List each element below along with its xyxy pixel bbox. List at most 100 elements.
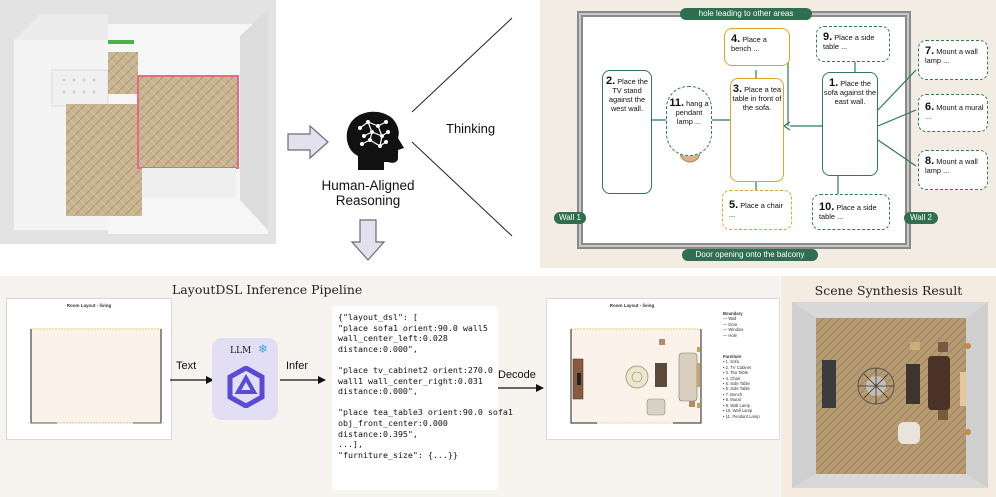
dsl-line: distance:0.000",: [338, 386, 418, 397]
node-4-num: 4.: [731, 33, 741, 45]
plan-node-8: 8. Mount a wall lamp ...: [918, 150, 988, 190]
legend-furniture-item: ▪ 11. Pendant Lamp: [723, 413, 760, 419]
dsl-line: {"layout_dsl": [: [338, 312, 418, 322]
legend-boundary-item: — Door: [723, 321, 738, 327]
node-1-num: 1.: [828, 77, 839, 89]
decode-label: Decode: [498, 369, 536, 381]
text-label: Text: [176, 360, 197, 372]
reasoning-plan-panel: hole leading to other areas Door opening…: [540, 0, 996, 268]
legend-furniture-item: ▪ 7. Bench: [723, 391, 743, 397]
bottom-door-label: Door opening onto the balcony: [682, 249, 818, 261]
dsl-line: distance:0.000",: [338, 343, 418, 354]
node-3-text: Place a tea table in front of the sofa.: [732, 85, 782, 112]
node-3-num: 3.: [732, 83, 743, 95]
dsl-line: "furniture_size": {...}}: [338, 449, 458, 460]
node-4-text: Place a bench ...: [731, 35, 767, 53]
node-10-num: 10.: [819, 201, 835, 213]
decode-arrow: [498, 384, 544, 392]
node-8-num: 8.: [925, 155, 935, 167]
legend-furniture-item: ▪ 8. Mural: [723, 397, 741, 403]
plan-node-9: 9. Place a side table ...: [816, 26, 890, 62]
floorplan-render: [0, 0, 276, 244]
scene-title: Scene Synthesis Result: [814, 283, 963, 298]
thinking-label: Thinking: [446, 121, 496, 136]
plan-node-5: 5. Place a chair ...: [722, 190, 792, 230]
plot-title-right: Room Layout - living: [609, 303, 655, 308]
wall2-label: Wall 2: [904, 212, 938, 224]
node-9-num: 9.: [823, 31, 833, 43]
scene-render: [792, 302, 988, 488]
dsl-line: distance:0.395",: [338, 428, 418, 439]
node-6-text: Mount a mural ...: [925, 103, 984, 121]
legend-boundary-item: — Hole: [723, 332, 737, 338]
legend-furniture-item: ▪ 2. TV Cabinet: [723, 364, 752, 370]
plan-node-6: 6. Mount a mural ...: [918, 94, 988, 132]
legend-furniture-item: ▪ 3. Tea Table: [723, 370, 749, 376]
infer-label: Infer: [286, 360, 309, 372]
reasoning-line2: Reasoning: [335, 193, 401, 208]
plan-node-4: 4. Place a bench ...: [724, 28, 790, 66]
arrow-right-icon: [287, 124, 329, 160]
empty-room-svg: [27, 328, 165, 424]
plan-node-1: 1. Place the sofa against the east wall.: [822, 72, 878, 176]
plan-node-2: 2. Place the TV stand against the west w…: [602, 70, 652, 194]
top-hole-label: hole leading to other areas: [680, 8, 812, 20]
legend-boundary-list: — Wall— Door— Window— Hole: [723, 316, 777, 338]
snowflake-icon: ❄: [258, 342, 269, 356]
legend-furniture-item: ▪ 4. Chair: [723, 375, 741, 381]
legend-furniture-item: ▪ 10. Wall Lamp: [723, 408, 753, 414]
floorplan-svg: [0, 0, 276, 244]
arrow-down-icon: [350, 219, 386, 261]
dsl-line: [338, 397, 513, 408]
node-7-num: 7.: [925, 45, 935, 57]
reasoning-caption: Human-Aligned Reasoning: [308, 178, 428, 208]
dsl-output-box: {"layout_dsl": ["place sofa1 orient:90.0…: [332, 306, 513, 490]
wall1-label: Wall 1: [554, 212, 586, 224]
dsl-line: "place tea_table3 orient:90.0 sofa1: [338, 407, 513, 418]
dsl-line: wall1 wall_center_right:0.031: [338, 375, 483, 386]
plot-legend: Boundary — Wall— Door— Window— Hole Furn…: [723, 311, 777, 419]
node-10-text: Place a side table ...: [819, 203, 877, 221]
llm-box: LLM ❄: [212, 338, 278, 420]
legend-furniture-item: ▪ 5. Side Table: [723, 381, 750, 387]
dsl-line: [338, 354, 513, 365]
dsl-line: wall_center_left:0.028: [338, 333, 448, 344]
legend-boundary-title: Boundary: [723, 311, 743, 316]
node-11-text: hang a pendant lamp ...: [675, 99, 709, 126]
legend-boundary-item: — Window: [723, 327, 744, 333]
ai-head-icon: [346, 111, 404, 170]
thinking-wedge: [411, 17, 513, 237]
node-5-num: 5.: [729, 199, 739, 211]
qwen-logo-icon: [227, 366, 265, 408]
reasoning-line1: Human-Aligned: [321, 178, 415, 193]
node-6-num: 6.: [925, 101, 935, 113]
dsl-line: "place tv_cabinet2 orient:270.0: [338, 364, 493, 375]
legend-furniture-item: ▪ 6. Side Table: [723, 386, 750, 392]
decoded-room-plot: Room Layout - living Boundary — Wall— Do…: [546, 298, 780, 440]
node-7-text: Mount a wall lamp ...: [925, 47, 978, 65]
node-1-text: Place the sofa against the east wall.: [823, 79, 877, 106]
llm-label: LLM: [230, 346, 252, 356]
dsl-line: "place sofa1 orient:90.0 wall5: [338, 322, 488, 333]
pipeline-title: LayoutDSL Inference Pipeline: [172, 282, 363, 297]
plan-node-11: 11. hang a pendant lamp ...: [666, 86, 712, 156]
legend-furniture-list: ▪ 1. Sofa▪ 2. TV Cabinet▪ 3. Tea Table▪ …: [723, 359, 777, 418]
legend-furniture-item: ▪ 1. Sofa: [723, 359, 739, 365]
node-9-text: Place a side table ...: [823, 33, 875, 51]
legend-furniture-title: Furniture: [723, 354, 742, 360]
plot-title-left: Room Layout - living: [66, 303, 112, 308]
decoded-room-svg: [570, 328, 702, 424]
node-5-text: Place a chair ...: [729, 201, 783, 219]
node-8-text: Mount a wall lamp ...: [925, 157, 978, 175]
node-11-num: 11.: [669, 97, 684, 109]
text-arrow: [170, 376, 214, 384]
infer-arrow: [280, 376, 326, 384]
node-2-num: 2.: [605, 75, 616, 87]
node-2-text: Place the TV stand against the west wall…: [608, 77, 649, 113]
dsl-line: ...],: [338, 439, 363, 450]
empty-room-plot: Room Layout - living: [6, 298, 172, 440]
legend-furniture-item: ▪ 9. Wall Lamp: [723, 402, 750, 408]
plan-node-7: 7. Mount a wall lamp ...: [918, 40, 988, 80]
plan-node-3: 3. Place a tea table in front of the sof…: [730, 78, 784, 182]
scene-render-svg: [792, 302, 988, 488]
